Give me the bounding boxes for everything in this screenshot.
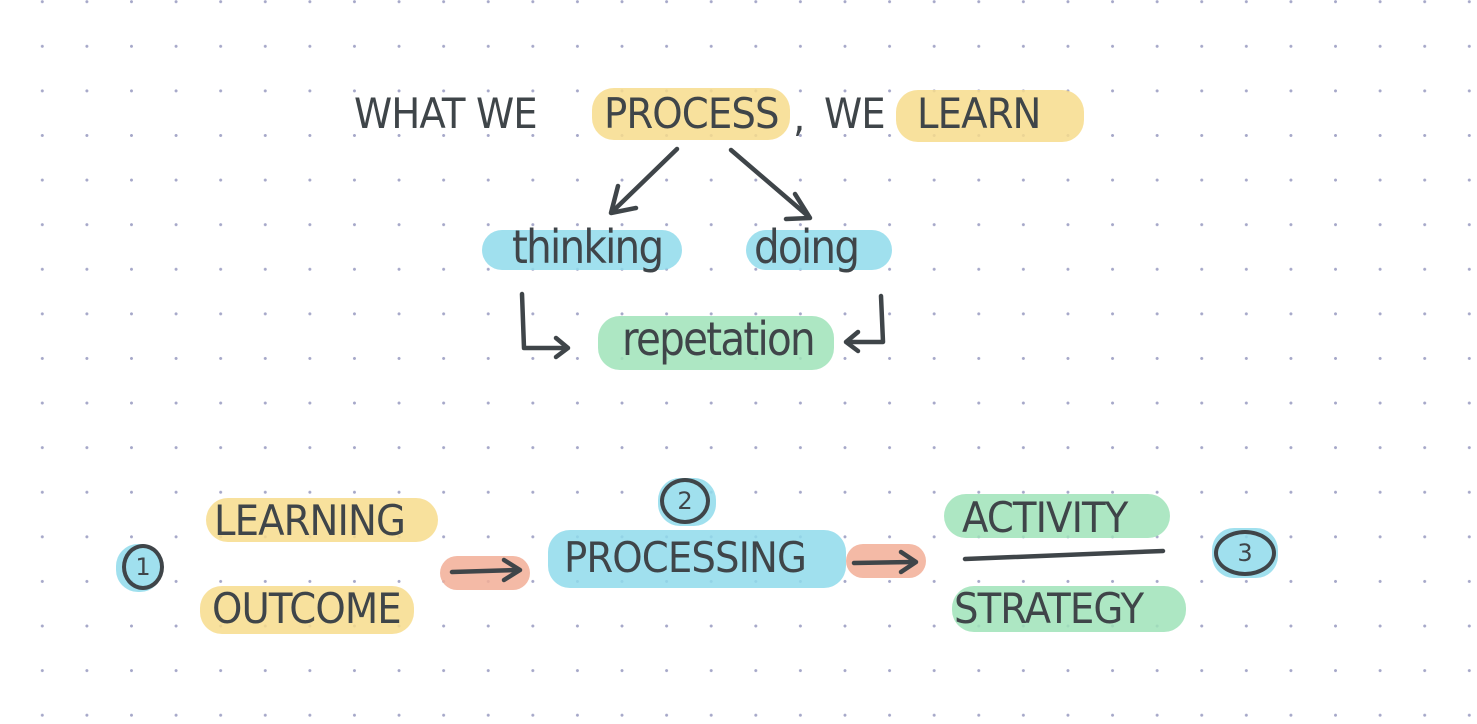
label-doing: doing — [754, 220, 860, 274]
highlight-process — [592, 88, 790, 140]
flow-arrow-1 — [449, 567, 521, 575]
arrow-doing-to-repetition — [845, 293, 886, 345]
title-comma: , — [793, 92, 805, 141]
title-what-we: WHAT WE — [354, 89, 538, 138]
title-process: PROCESS — [604, 89, 780, 138]
step1-number: 1 — [122, 544, 164, 590]
arrow-thinking-head — [553, 335, 571, 360]
highlight-learning — [206, 498, 438, 542]
highlight-activity — [944, 494, 1170, 538]
highlight-learn — [896, 90, 1084, 142]
highlight-repetition — [598, 316, 834, 370]
flow-arrow-1-head — [501, 557, 523, 583]
arrow-to-thinking — [609, 146, 680, 215]
label-repetition: repetation — [622, 312, 816, 366]
title-we: WE — [824, 89, 886, 138]
label-thinking: thinking — [512, 220, 664, 274]
fraction-bar — [962, 548, 1166, 562]
flow-arrow-2-head — [898, 549, 919, 575]
arrow-to-doing — [728, 147, 811, 219]
highlight-processing — [548, 530, 846, 588]
title-learn: LEARN — [917, 89, 1041, 138]
step1-learning: LEARNING — [214, 496, 406, 545]
step2-number: 2 — [660, 478, 710, 524]
highlight-strategy — [952, 586, 1186, 632]
highlight-outcome — [200, 586, 414, 634]
arrow-thinking-to-repetition — [519, 291, 569, 351]
highlight-thinking — [482, 230, 682, 270]
step3-strategy: STRATEGY — [954, 584, 1144, 633]
step3-activity: ACTIVITY — [962, 493, 1128, 542]
arrow-to-doing-head — [783, 191, 813, 222]
step2-processing: PROCESSING — [564, 533, 807, 582]
step1-outcome: OUTCOME — [212, 584, 402, 633]
step3-number: 3 — [1214, 530, 1276, 576]
arrow-to-thinking-head — [608, 183, 639, 216]
highlight-doing — [746, 230, 892, 270]
flow-arrow-2 — [851, 559, 917, 566]
arrow-doing-head — [843, 329, 861, 354]
